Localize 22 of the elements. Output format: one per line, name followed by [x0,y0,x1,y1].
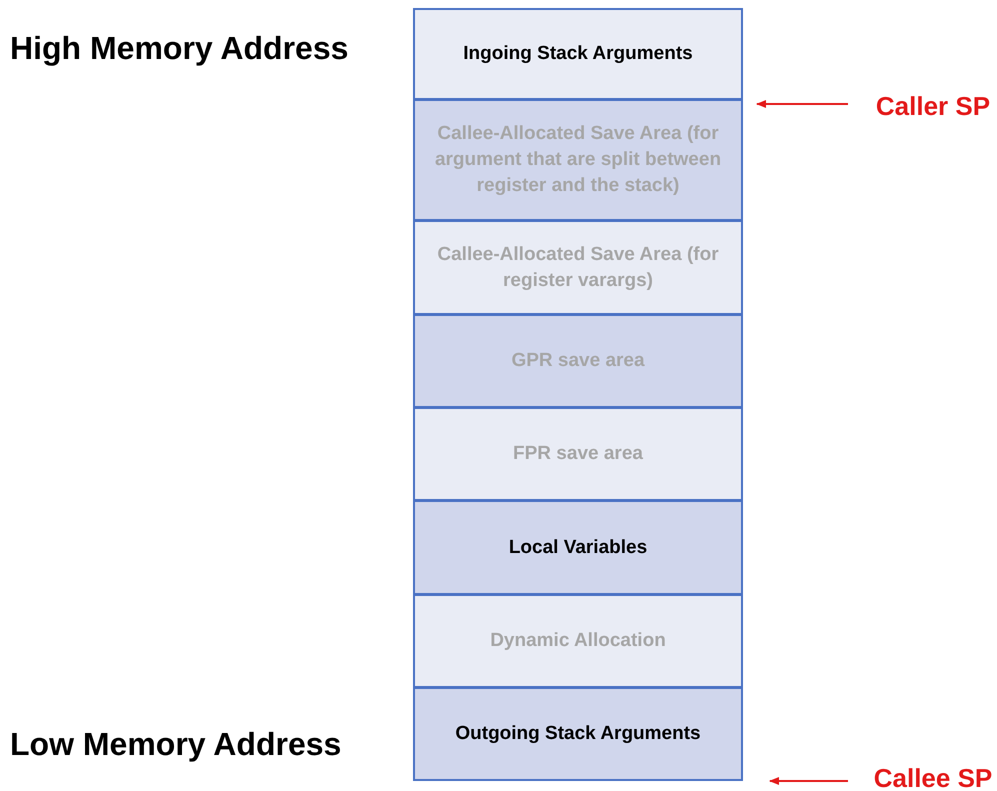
stack-frame-slot [413,314,743,408]
stack-frame-slot [413,8,743,100]
stack-frame-slot [413,220,743,315]
stack-frame-slot [413,687,743,781]
pointer-arrow [756,100,848,108]
slot-label: Callee-Allocated Save Area (for register varargs) [436,242,720,292]
slot-label: Callee-Allocated Save Area (for argument that are split between register and the stack) [434,122,722,198]
stack-frame-slot [413,594,743,688]
slot-label: Local Variables [508,536,648,560]
stack-frame-slot [413,99,743,221]
pointer-arrow [769,777,848,785]
pointer-label: Callee SP [874,762,992,791]
address-label: Low Memory Address [10,726,342,763]
slot-label: Dynamic Allocation [489,629,667,653]
slot-label: Ingoing Stack Arguments [462,42,694,66]
stack-frame-slot [413,500,743,595]
pointer-label: Caller SP [876,90,990,122]
slot-label: GPR save area [510,349,646,373]
slot-label: FPR save area [512,442,644,466]
address-label: High Memory Address [10,30,348,67]
stack-frame-slot [413,407,743,501]
slot-label: Outgoing Stack Arguments [454,722,702,746]
